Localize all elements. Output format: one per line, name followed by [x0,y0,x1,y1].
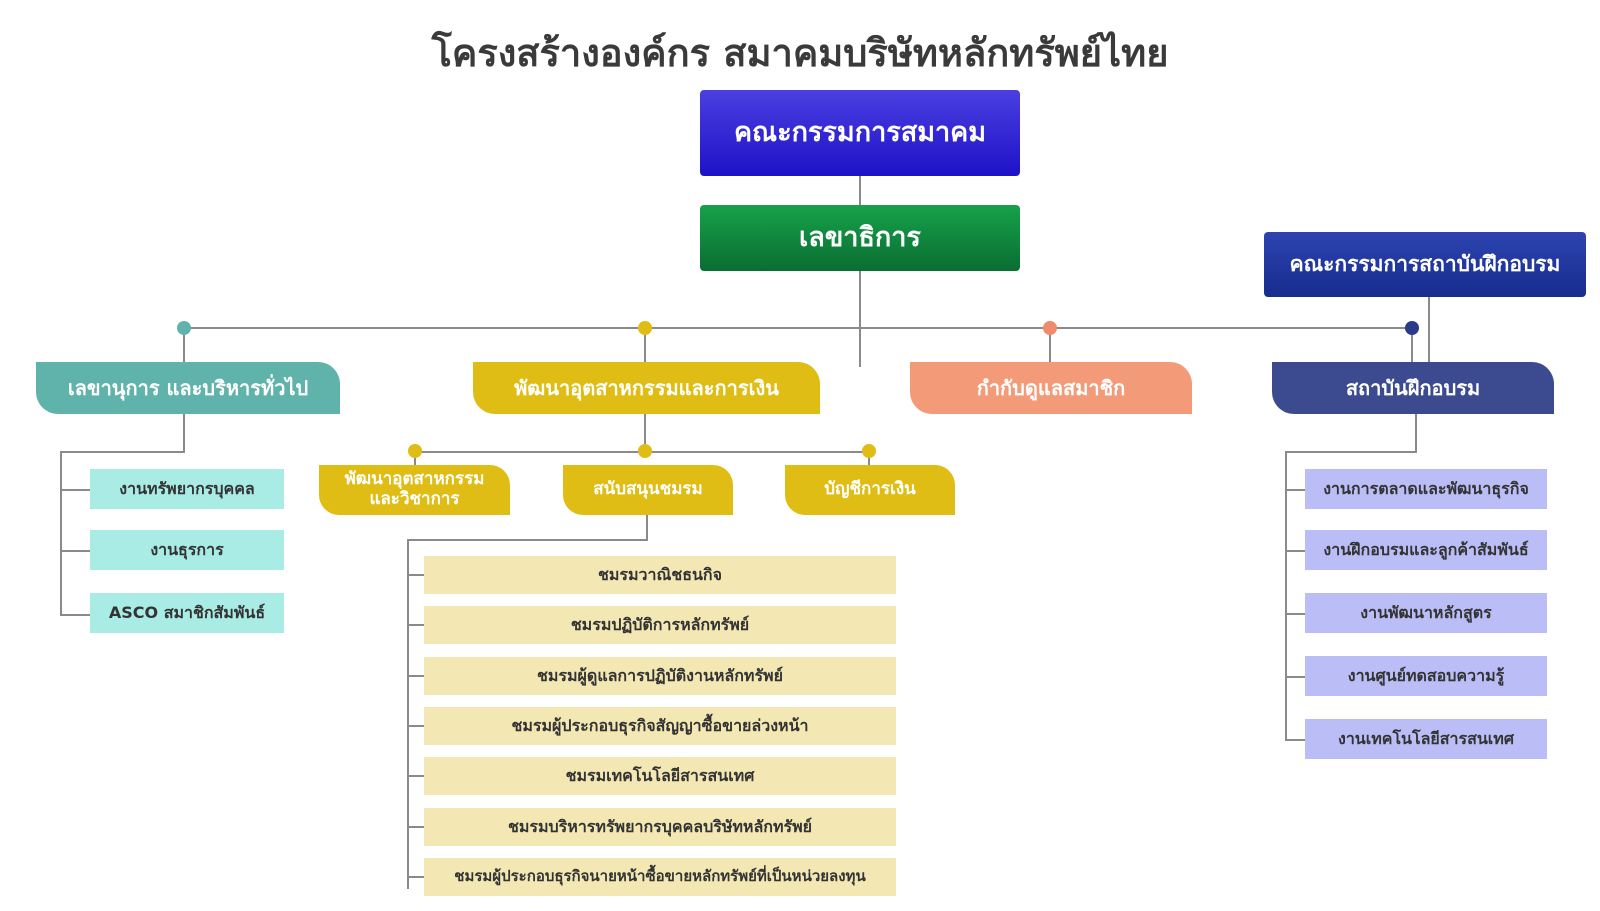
node-dot-admin [177,321,191,335]
connector-club-tick-4 [407,775,424,777]
club-item-3: ชมรมผู้ประกอบธุรกิจสัญญาซื้อขายล่วงหน้า [424,707,896,745]
training-board-box: คณะกรรมการสถาบันฝึกอบรม [1264,232,1586,297]
connector-main-horizontal [184,327,1414,329]
training-unit-marketing: งานการตลาดและพัฒนาธุรกิจ [1305,469,1547,509]
connector-training-drop [1411,328,1413,362]
admin-unit-hr: งานทรัพยากรบุคคล [90,469,284,509]
connector-clubs-down [646,515,648,540]
node-dot-training [1405,321,1419,335]
board-box: คณะกรรมการสมาคม [700,90,1020,176]
dept-industry: พัฒนาอุตสาหกรรมและการเงิน [473,362,820,414]
connector-admin-h [60,451,185,453]
secretary-general-box: เลขาธิการ [700,205,1020,271]
connector-club-tick-3 [407,725,424,727]
connector-club-tick-2 [407,675,424,677]
connector-club-tick-6 [407,876,424,878]
connector-club-tick-1 [407,624,424,626]
training-unit-customer: งานฝึกอบรมและลูกค้าสัมพันธ์ [1305,530,1547,570]
club-item-0: ชมรมวาณิชธนกิจ [424,556,896,594]
connector-admin-spine [60,451,62,616]
connector-training-tick-3 [1285,676,1305,678]
node-dot-sub-2 [862,444,876,458]
connector-industry-drop [644,328,646,362]
connector-clubs-h [407,539,648,541]
connector-admin-tick-1 [60,550,90,552]
connector-sub-2 [868,451,870,465]
connector-admin-tick-0 [60,489,90,491]
sub-industry-academic: พัฒนาอุตสาหกรรม และวิชาการ [319,465,510,515]
connector-secgen-down [859,271,861,367]
dept-training: สถาบันฝึกอบรม [1272,362,1554,414]
connector-training-h [1285,451,1417,453]
club-item-6: ชมรมผู้ประกอบธุรกิจนายหน้าซื้อขายหลักทรั… [424,858,896,896]
connector-admin-down [183,414,185,452]
connector-training-tick-2 [1285,613,1305,615]
connector-training-tick-4 [1285,739,1305,741]
admin-unit-general: งานธุรการ [90,530,284,570]
sub-finance-accounting: บัญชีการเงิน [785,465,955,515]
connector-club-tick-0 [407,574,424,576]
connector-board-secgen [859,176,861,205]
training-unit-testing: งานศูนย์ทดสอบความรู้ [1305,656,1547,696]
connector-industry-down [644,414,646,452]
training-unit-it: งานเทคโนโลยีสารสนเทศ [1305,719,1547,759]
connector-sub-0 [414,451,416,465]
connector-clubs-spine [407,539,409,889]
admin-unit-asco: ASCO สมาชิกสัมพันธ์ [90,593,284,633]
club-item-5: ชมรมบริหารทรัพยากรบุคคลบริษัทหลักทรัพย์ [424,808,896,846]
node-dot-sub-0 [408,444,422,458]
dept-supervision: กำกับดูแลสมาชิก [910,362,1192,414]
node-dot-industry [638,321,652,335]
connector-admin-tick-2 [60,614,90,616]
connector-admin-drop [183,328,185,362]
dept-admin: เลขานุการ และบริหารทั่วไป [36,362,340,414]
node-dot-supervision [1043,321,1057,335]
club-item-1: ชมรมปฏิบัติการหลักทรัพย์ [424,606,896,644]
page-title: โครงสร้างองค์กร สมาคมบริษัทหลักทรัพย์ไทย [431,31,1169,75]
training-unit-curriculum: งานพัฒนาหลักสูตร [1305,593,1547,633]
connector-training-spine [1285,451,1287,741]
connector-training-down [1415,414,1417,452]
node-dot-sub-1 [638,444,652,458]
connector-training-tick-1 [1285,550,1305,552]
connector-supervision-drop [1049,328,1051,362]
sub-club-support: สนับสนุนชมรม [563,465,733,515]
club-item-4: ชมรมเทคโนโลยีสารสนเทศ [424,757,896,795]
connector-training-tick-0 [1285,489,1305,491]
club-item-2: ชมรมผู้ดูแลการปฏิบัติงานหลักทรัพย์ [424,657,896,695]
connector-trainboard-down [1428,297,1430,362]
connector-club-tick-5 [407,826,424,828]
